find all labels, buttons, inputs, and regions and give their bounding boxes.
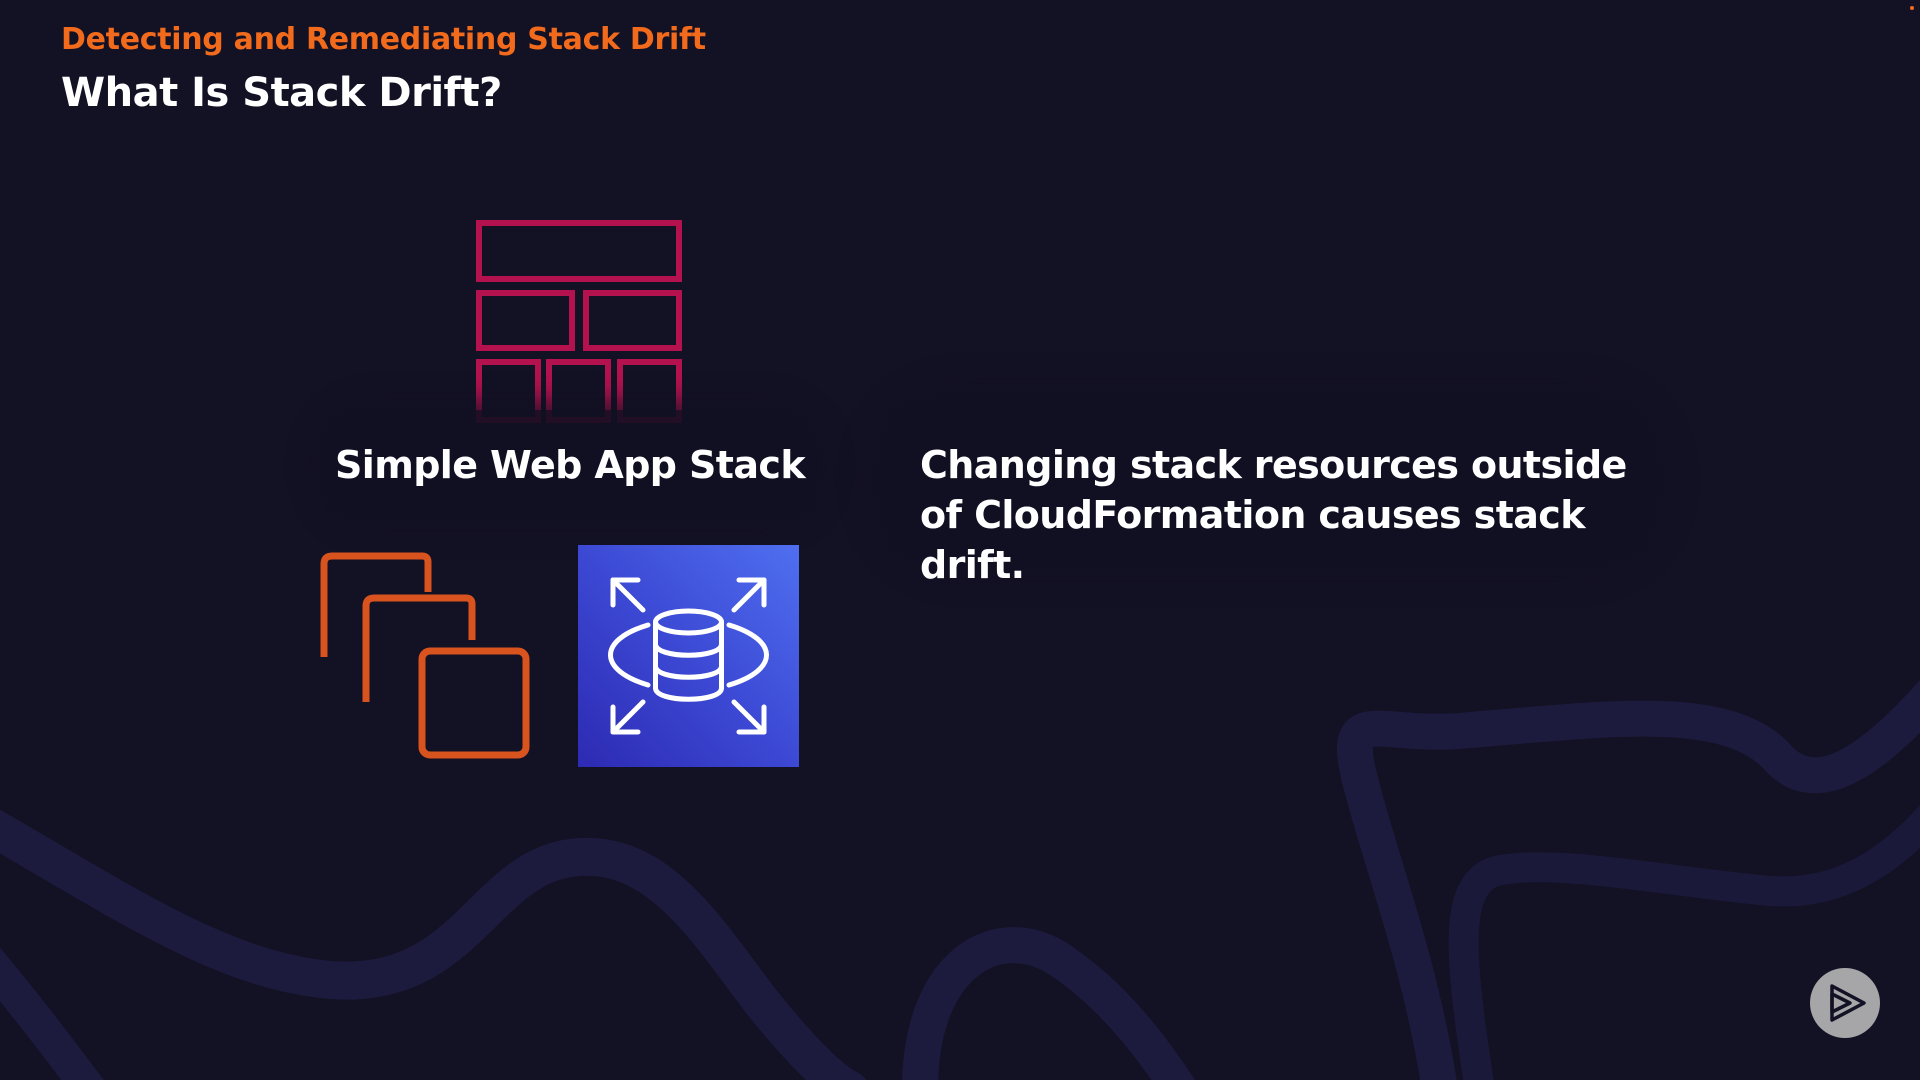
- callout-panel: [878, 395, 1658, 565]
- play-button[interactable]: [1810, 968, 1880, 1038]
- play-icon: [1830, 984, 1866, 1022]
- page-title: What Is Stack Drift?: [61, 70, 502, 116]
- stack-label: Simple Web App Stack: [335, 443, 806, 487]
- course-subtitle: Detecting and Remediating Stack Drift: [61, 22, 706, 57]
- cloudformation-stack-icon: [476, 220, 682, 423]
- ec2-instances-icon: [320, 552, 530, 759]
- callout-text: Changing stack resources outside of Clou…: [920, 443, 1627, 587]
- rds-database-icon: [578, 545, 799, 767]
- stack-label-pill: Simple Web App Stack: [322, 410, 818, 520]
- corner-indicator-dot: [1910, 6, 1914, 10]
